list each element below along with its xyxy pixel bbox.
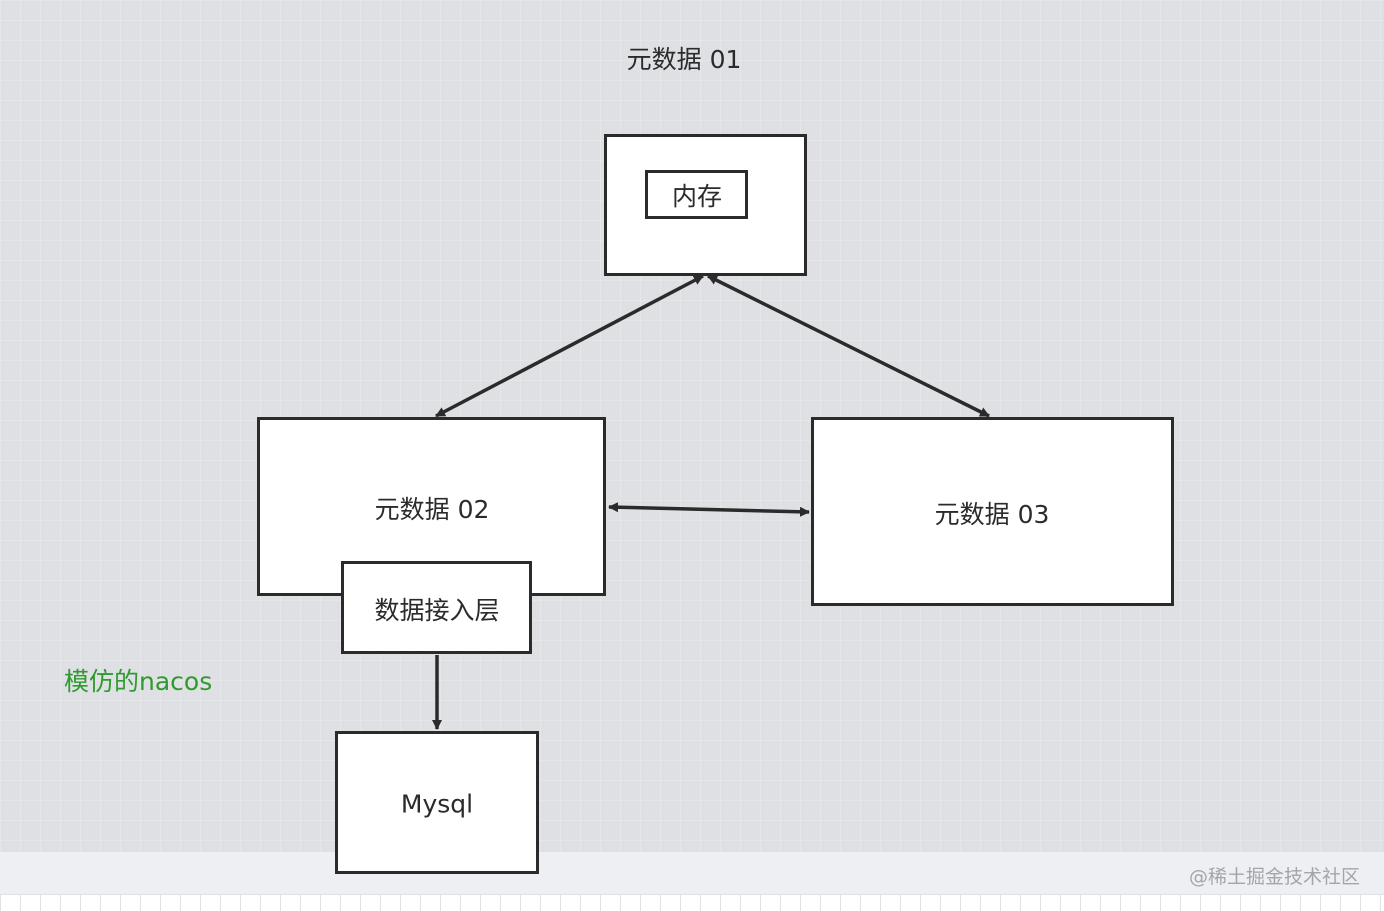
node3-label: 元数据 03 (934, 500, 1050, 529)
node2-label: 元数据 02 (374, 495, 490, 524)
mysql-label: Mysql (400, 789, 474, 819)
page-grid-strip (0, 894, 1384, 911)
access-layer-label: 数据接入层 (374, 596, 500, 625)
memory-box (645, 170, 748, 219)
watermark: @稀土掘金技术社区 (1188, 866, 1360, 888)
node3-box (811, 417, 1174, 606)
node1-title: 元数据 01 (626, 45, 742, 74)
arrow-node2-node1 (435, 274, 704, 418)
arrow-node2-node3 (608, 502, 810, 517)
canvas-bottom-band (0, 852, 1384, 894)
memory-label: 内存 (671, 182, 723, 211)
nacos-note: 模仿的nacos (64, 667, 213, 696)
access-layer-box (341, 561, 532, 654)
mysql-box (335, 731, 539, 874)
arrow-node1-node3 (707, 274, 990, 418)
